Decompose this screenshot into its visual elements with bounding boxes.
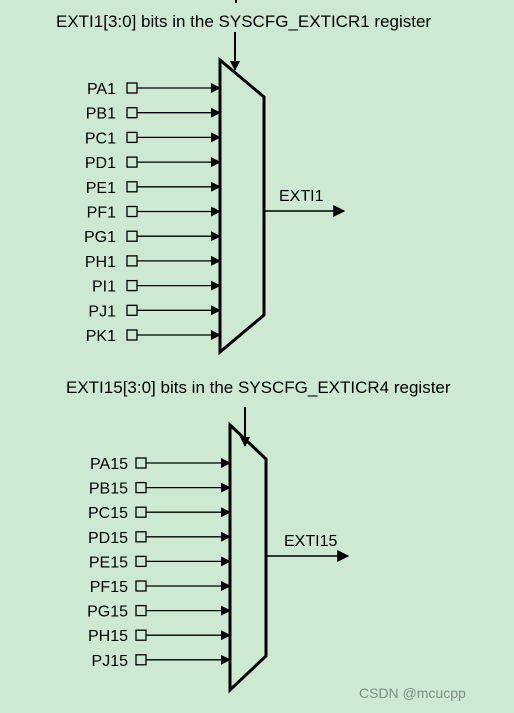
pin-terminal — [126, 329, 138, 341]
mux1: EXTI1[3:0] bits in the SYSCFG_EXTICR1 re… — [56, 0, 431, 356]
mux1-output-label: EXTI1 — [279, 188, 324, 205]
pin-terminal — [135, 629, 147, 641]
pin-label: PB1 — [86, 106, 116, 123]
pin-terminal — [135, 580, 147, 592]
mux2-input-ph15: PH15 — [88, 628, 231, 645]
mux2-input-pj15: PJ15 — [92, 653, 231, 670]
pin-label: PI1 — [92, 279, 116, 296]
mux1-input-pc1: PC1 — [85, 130, 221, 147]
pin-label: PA15 — [90, 456, 128, 473]
mux1-input-pa1: PA1 — [87, 81, 221, 98]
mux2-input-pf15: PF15 — [90, 579, 231, 596]
mux2-input-pe15: PE15 — [89, 554, 231, 571]
mux2-input-pg15: PG15 — [87, 604, 231, 621]
pin-label: PC1 — [85, 130, 116, 147]
mux1-input-pi1: PI1 — [92, 279, 221, 296]
mux2-input-pa15: PA15 — [90, 456, 231, 473]
pin-label: PH15 — [88, 628, 128, 645]
pin-label: PC15 — [88, 505, 128, 522]
pin-label: PK1 — [86, 328, 116, 345]
pin-terminal — [126, 230, 138, 242]
pin-terminal — [126, 205, 138, 218]
mux1-input-pk1: PK1 — [86, 328, 221, 345]
mux2-input-pc15: PC15 — [88, 505, 231, 522]
pin-terminal — [135, 555, 147, 568]
pin-label: PG15 — [87, 604, 128, 621]
pin-label: PA1 — [87, 81, 116, 98]
mux2-input-pb15: PB15 — [89, 481, 231, 498]
pin-label: PG1 — [84, 229, 116, 246]
mux1-input-pg1: PG1 — [84, 229, 221, 246]
pin-label: PE1 — [86, 180, 116, 197]
mux1-input-ph1: PH1 — [85, 254, 221, 271]
pin-terminal — [135, 654, 147, 666]
mux1-title: EXTI1[3:0] bits in the SYSCFG_EXTICR1 re… — [56, 12, 431, 31]
pin-terminal — [135, 531, 147, 543]
pin-terminal — [126, 82, 138, 94]
mux1-input-pb1: PB1 — [86, 106, 221, 123]
pin-label: PH1 — [85, 254, 116, 271]
watermark: CSDN @mcucpp — [359, 685, 466, 701]
pin-terminal — [126, 181, 138, 193]
pin-terminal — [126, 255, 138, 267]
pin-label: PF1 — [87, 205, 116, 222]
pin-terminal — [126, 131, 138, 144]
pin-label: PE15 — [89, 554, 128, 571]
pin-label: PB15 — [89, 481, 128, 498]
mux2-body — [228, 421, 268, 694]
mux1-input-pj1: PJ1 — [88, 303, 221, 320]
mux1-body — [218, 56, 266, 356]
mux1-input-pe1: PE1 — [86, 180, 221, 197]
pin-label: PF15 — [90, 579, 128, 596]
pin-terminal — [126, 156, 138, 168]
pin-terminal — [126, 107, 138, 119]
mux2: EXTI15[3:0] bits in the SYSCFG_EXTICR4 r… — [66, 378, 451, 694]
pin-terminal — [126, 279, 138, 292]
pin-terminal — [135, 506, 147, 518]
pin-terminal — [126, 304, 138, 316]
pin-label: PD15 — [88, 530, 128, 547]
pin-label: PD1 — [85, 155, 116, 172]
pin-label: PJ1 — [88, 303, 116, 320]
mux1-input-pf1: PF1 — [87, 205, 221, 222]
pin-terminal — [135, 457, 147, 469]
mux2-output-label: EXTI15 — [284, 533, 337, 550]
pin-terminal — [135, 604, 147, 617]
mux1-input-pd1: PD1 — [85, 155, 221, 172]
pin-terminal — [135, 481, 147, 494]
mux2-input-pd15: PD15 — [88, 530, 231, 547]
pin-label: PJ15 — [92, 653, 129, 670]
mux2-title: EXTI15[3:0] bits in the SYSCFG_EXTICR4 r… — [66, 378, 451, 397]
